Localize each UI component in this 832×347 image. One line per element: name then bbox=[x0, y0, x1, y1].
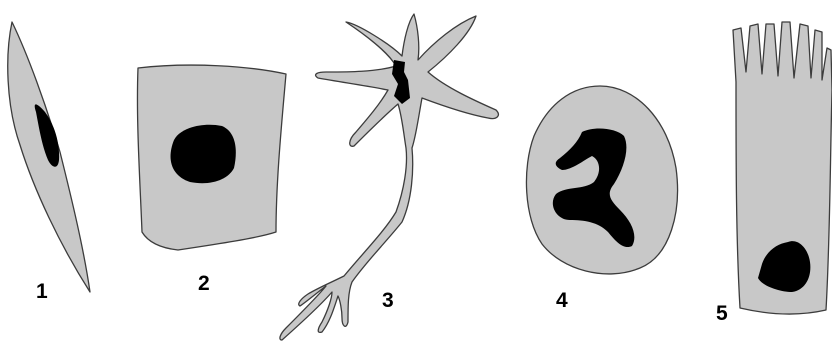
cell-5-label: 5 bbox=[716, 302, 728, 325]
cell-1-label: 1 bbox=[36, 280, 48, 303]
cell-3-label: 3 bbox=[382, 289, 394, 312]
cell-2-nucleus bbox=[171, 125, 236, 183]
cell-4: 4 bbox=[526, 86, 677, 312]
cell-3: 3 bbox=[280, 14, 499, 340]
cell-5: 5 bbox=[716, 22, 832, 325]
cell-2-label: 2 bbox=[198, 272, 210, 295]
cell-4-label: 4 bbox=[556, 289, 568, 312]
cell-1: 1 bbox=[8, 22, 90, 303]
cell-2: 2 bbox=[137, 65, 286, 295]
